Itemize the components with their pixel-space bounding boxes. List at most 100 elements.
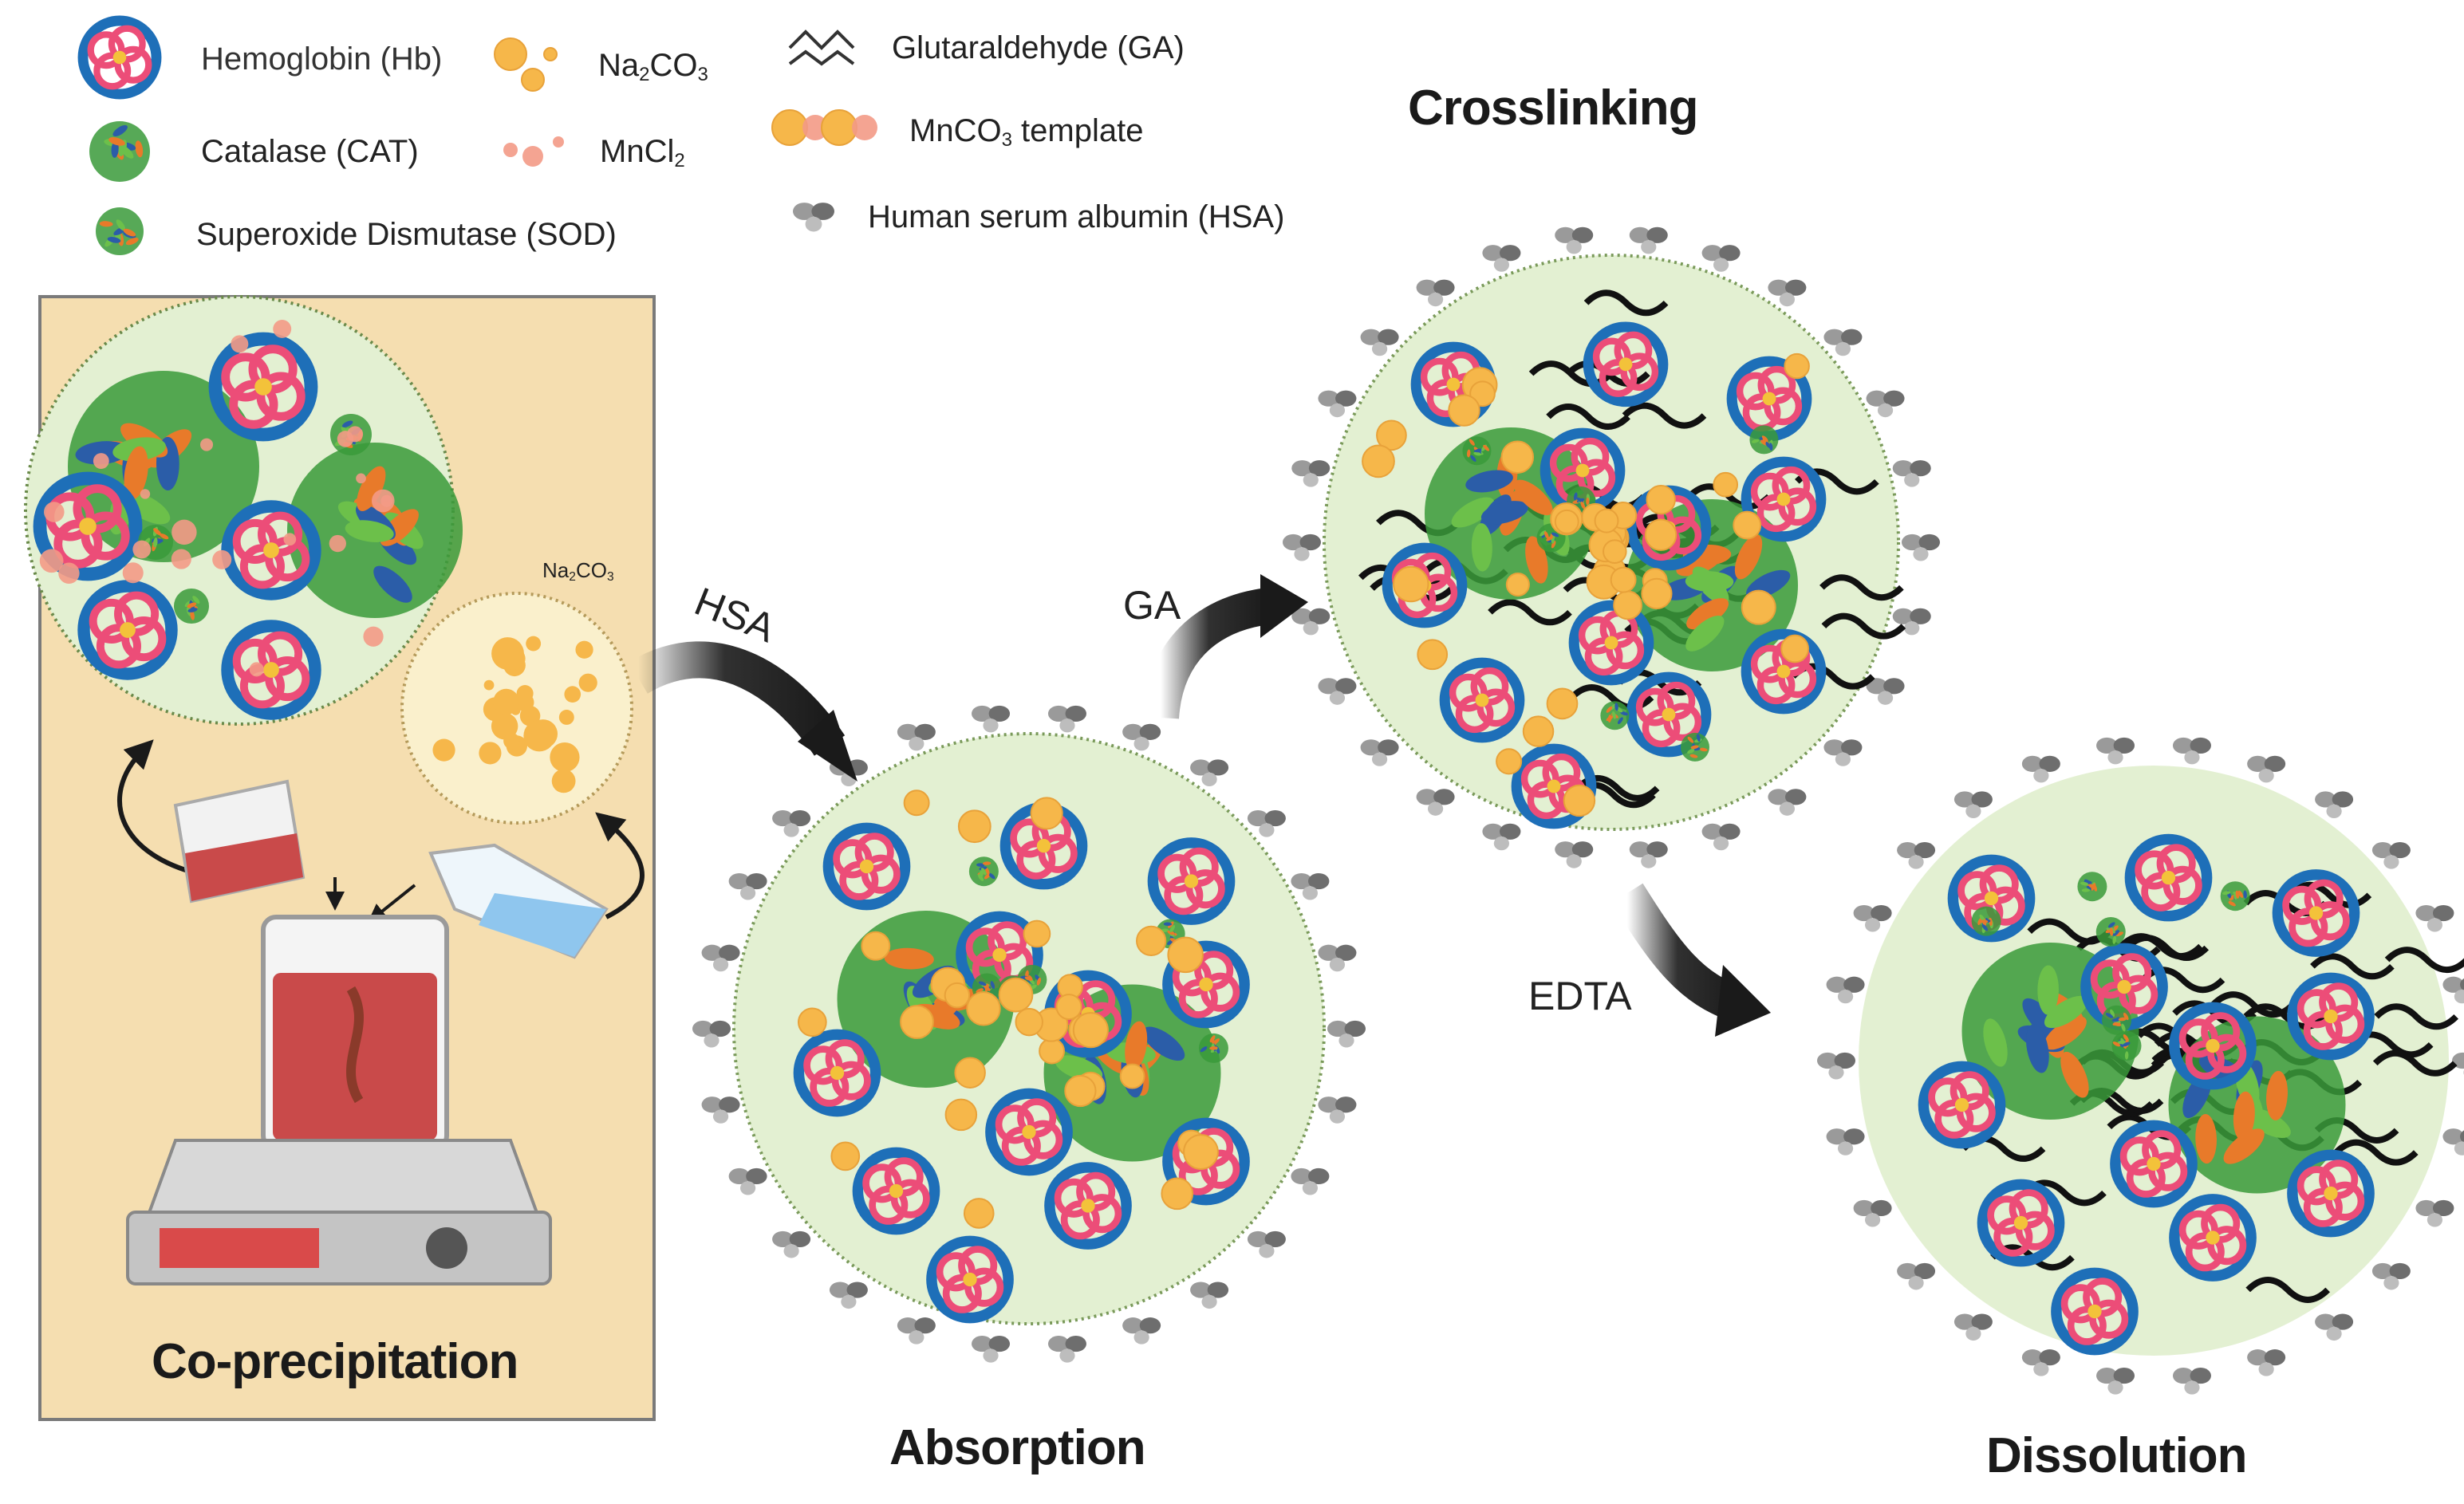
hsa-icon — [1190, 759, 1229, 786]
mnco3-template-bead — [1119, 1063, 1145, 1089]
ga-crosslink — [2245, 1276, 2331, 1303]
mnco3-template-bead — [1496, 748, 1523, 775]
hemoglobin-icon — [2110, 1120, 2198, 1208]
hsa-icon — [1902, 533, 1940, 561]
hsa-icon — [1283, 533, 1322, 561]
hemoglobin-icon — [221, 500, 321, 600]
hsa-icon — [1291, 608, 1331, 636]
sod-icon — [2095, 916, 2126, 947]
mnco3-template-bead — [1505, 572, 1530, 597]
mnco3-template-bead — [1644, 518, 1677, 551]
hsa-icon — [2315, 791, 2354, 818]
legend-na2co3-label: Na2CO3 — [598, 48, 708, 85]
hsa-icon — [2442, 976, 2464, 1004]
ga-crosslink — [1528, 360, 1614, 388]
stage-title-dissolution: Dissolution — [1986, 1428, 2248, 1483]
hsa-icon — [1817, 1052, 1855, 1080]
mnco3-template-bead — [1613, 590, 1642, 620]
hsa-icon — [1826, 1128, 1865, 1156]
na2co3-dot — [550, 742, 580, 773]
hsa-icon — [1866, 390, 1905, 418]
mnco3-template-bead — [1015, 1007, 1043, 1037]
hsa-icon — [972, 705, 1011, 733]
hemoglobin-icon — [2287, 1149, 2375, 1238]
mncl2-dot — [140, 489, 151, 499]
hsa-icon — [1416, 789, 1455, 816]
hsa-icon — [2172, 1368, 2211, 1395]
ga-crosslink — [1819, 574, 1904, 601]
hemoglobin-icon — [822, 822, 911, 911]
hsa-icon — [1047, 1336, 1086, 1363]
hsa-icon — [1122, 723, 1161, 751]
mnco3-template-bead — [1594, 508, 1619, 533]
hsa-icon — [1701, 245, 1741, 272]
mncl2-dot — [39, 549, 64, 573]
mncl2-dot — [231, 335, 249, 353]
hsa-icon — [1701, 823, 1741, 851]
hsa-icon — [1768, 789, 1807, 816]
legend-mncl2-label: MnCl2 — [600, 134, 685, 171]
ga-crosslink — [2384, 947, 2464, 974]
mnco3-template-bead — [771, 109, 808, 146]
mnco3-template-bead — [543, 47, 558, 61]
hsa-icon — [1555, 226, 1594, 254]
mnco3-template-bead — [1417, 639, 1449, 671]
hsa-icon — [1318, 1097, 1357, 1124]
mnco3-template-bead — [1641, 577, 1673, 609]
na2co3-dot — [526, 636, 542, 652]
mnco3-template-bead — [1522, 715, 1555, 747]
hsa-icon — [1768, 279, 1807, 307]
arrow-label-ga: GA — [1123, 583, 1181, 628]
ga-crosslink — [1583, 289, 1669, 317]
mnco3-template-bead — [1039, 1037, 1065, 1065]
hsa-icon — [1247, 809, 1286, 837]
ga-crosslink — [1622, 402, 1707, 429]
mncl2-dot — [200, 438, 214, 451]
sod-icon — [1198, 1033, 1228, 1063]
hsa-icon — [2172, 737, 2211, 765]
mnco3-template-bead — [1741, 589, 1776, 625]
hsa-icon — [1327, 1020, 1366, 1048]
mnco3-template-bead — [1713, 471, 1739, 498]
hemoglobin-icon — [221, 620, 321, 720]
hsa-icon — [1823, 329, 1863, 356]
mncl2-dot — [171, 519, 197, 545]
mnco3-template-bead — [1546, 687, 1579, 720]
sod-icon — [174, 589, 209, 624]
mncl2-dot — [553, 136, 564, 148]
hsa-icon — [2371, 841, 2411, 869]
mnco3-template-bead — [1610, 566, 1637, 593]
hsa-icon — [1416, 279, 1455, 307]
hsa-icon — [2442, 1128, 2464, 1156]
hsa-icon — [1629, 841, 1668, 868]
sod-icon — [2077, 872, 2107, 902]
mncl2-dot — [93, 453, 109, 469]
hsa-icon — [701, 1097, 740, 1124]
pour-beaker-left-liquid — [185, 833, 303, 901]
mnco3-template-bead — [1072, 1012, 1109, 1049]
mnco3-template-bead — [1136, 925, 1167, 956]
hemoglobin-icon — [77, 15, 162, 100]
hsa-icon — [1318, 944, 1357, 972]
mncl2-dot — [283, 533, 297, 546]
mnco3-template-bead — [1376, 419, 1407, 451]
na2co3-dot — [551, 769, 576, 793]
na2co3-dot — [483, 679, 495, 691]
mnco3-template-bead — [1161, 1177, 1194, 1211]
hsa-arrow-head — [798, 710, 857, 782]
na2co3-dot — [515, 693, 534, 712]
mnco3-template-bead — [1023, 919, 1051, 948]
mnco3-template-bead — [1780, 634, 1809, 663]
ga-crosslink — [1488, 599, 1572, 626]
hsa-arrow-shaft — [629, 641, 846, 756]
mnco3-template-bead — [1733, 510, 1762, 540]
mnco3-template-bead — [1183, 1134, 1219, 1170]
na2co3-dot — [523, 719, 555, 752]
hsa-icon — [1190, 1282, 1229, 1309]
hsa-icon — [1866, 678, 1905, 705]
mncl2-dot — [363, 626, 384, 647]
ga-crosslink — [2372, 1049, 2458, 1077]
hsa-icon — [1291, 872, 1330, 900]
hsa-icon — [1555, 841, 1594, 868]
